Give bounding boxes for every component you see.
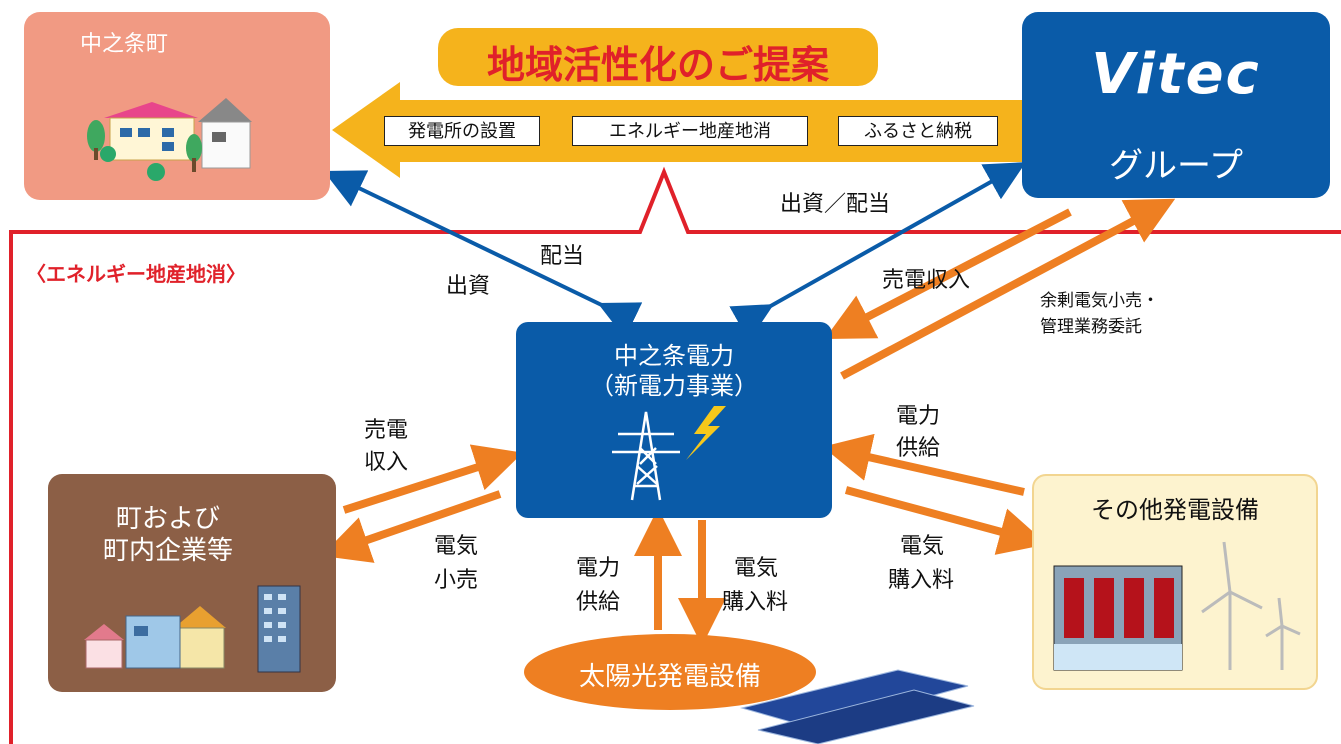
vitec-logo: Vitec (1091, 42, 1261, 107)
lightning-icon (686, 406, 726, 460)
label-local-sales-2: 収入 (364, 450, 409, 475)
local-box: 町および 町内企業等 (48, 474, 336, 692)
proposal-item-hometown-tax: ふるさと納税 (838, 116, 998, 146)
label-solar-supply-1: 電力 (576, 556, 621, 581)
label-other-purchase-2: 購入料 (888, 568, 955, 593)
core-subtitle: （新電力事業） (590, 372, 758, 400)
proposal-item-local-energy: エネルギー地産地消 (572, 116, 808, 146)
label-local-retail-2: 小売 (434, 568, 479, 593)
arrow-vitec-to-core (824, 208, 1072, 340)
label-town-invest: 出資 (446, 274, 491, 299)
label-local-sales-1: 売電 (364, 418, 409, 443)
solar-title: 太陽光発電設備 (578, 662, 761, 692)
local-line2: 町内企業等 (102, 536, 233, 566)
arrow-town-core (323, 170, 643, 339)
arrow-other-to-core (822, 433, 1025, 496)
proposal-banner: 地域活性化のご提案 (438, 28, 878, 87)
solar-ellipse: 太陽光発電設備 (524, 634, 816, 710)
vitec-group: グループ (1109, 146, 1243, 186)
label-vitec-sales: 売電収入 (882, 268, 971, 293)
label-other-supply-2: 供給 (896, 436, 941, 461)
other-title: その他発電設備 (1091, 496, 1259, 524)
label-town-dividend: 配当 (540, 244, 585, 269)
label-solar-purchase-2: 購入料 (722, 590, 789, 615)
buildings-illustration (84, 585, 301, 673)
core-box: 中之条電力 （新電力事業） (516, 322, 832, 518)
section-title: 〈エネルギー地産地消〉 (26, 262, 246, 286)
arrow-core-to-other (844, 486, 1048, 555)
vitec-box: Vitec グループ (1022, 12, 1330, 198)
other-box: その他発電設備 (1032, 474, 1318, 690)
proposal-title: 地域活性化のご提案 (486, 43, 829, 87)
proposal-item-plant: 発電所の設置 (384, 116, 540, 146)
label-solar-supply-2: 供給 (576, 590, 621, 615)
dam-wind-illustration (1053, 541, 1301, 671)
label-vitec-retail-1: 余剰電気小売・ (1040, 291, 1159, 311)
arrow-core-to-local (321, 490, 502, 563)
town-name: 中之条町 (79, 32, 168, 57)
town-box: 中之条町 (24, 12, 330, 200)
label-vitec-retail-2: 管理業務委託 (1040, 317, 1142, 337)
core-name: 中之条電力 (614, 342, 734, 370)
pylon-icon (612, 406, 726, 501)
houses-illustration (87, 98, 252, 181)
arrow-local-to-core (342, 444, 523, 514)
arrow-vitec-core (729, 162, 1026, 342)
local-line1: 町および (115, 504, 220, 534)
label-local-retail-1: 電気 (434, 534, 479, 559)
label-other-purchase-1: 電気 (900, 534, 945, 559)
label-vitec-invest: 出資／配当 (780, 192, 891, 217)
label-solar-purchase-1: 電気 (734, 556, 779, 581)
arrow-core-to-vitec (840, 198, 1176, 380)
solar-panel-illustration (740, 669, 975, 744)
label-other-supply-1: 電力 (896, 404, 941, 429)
